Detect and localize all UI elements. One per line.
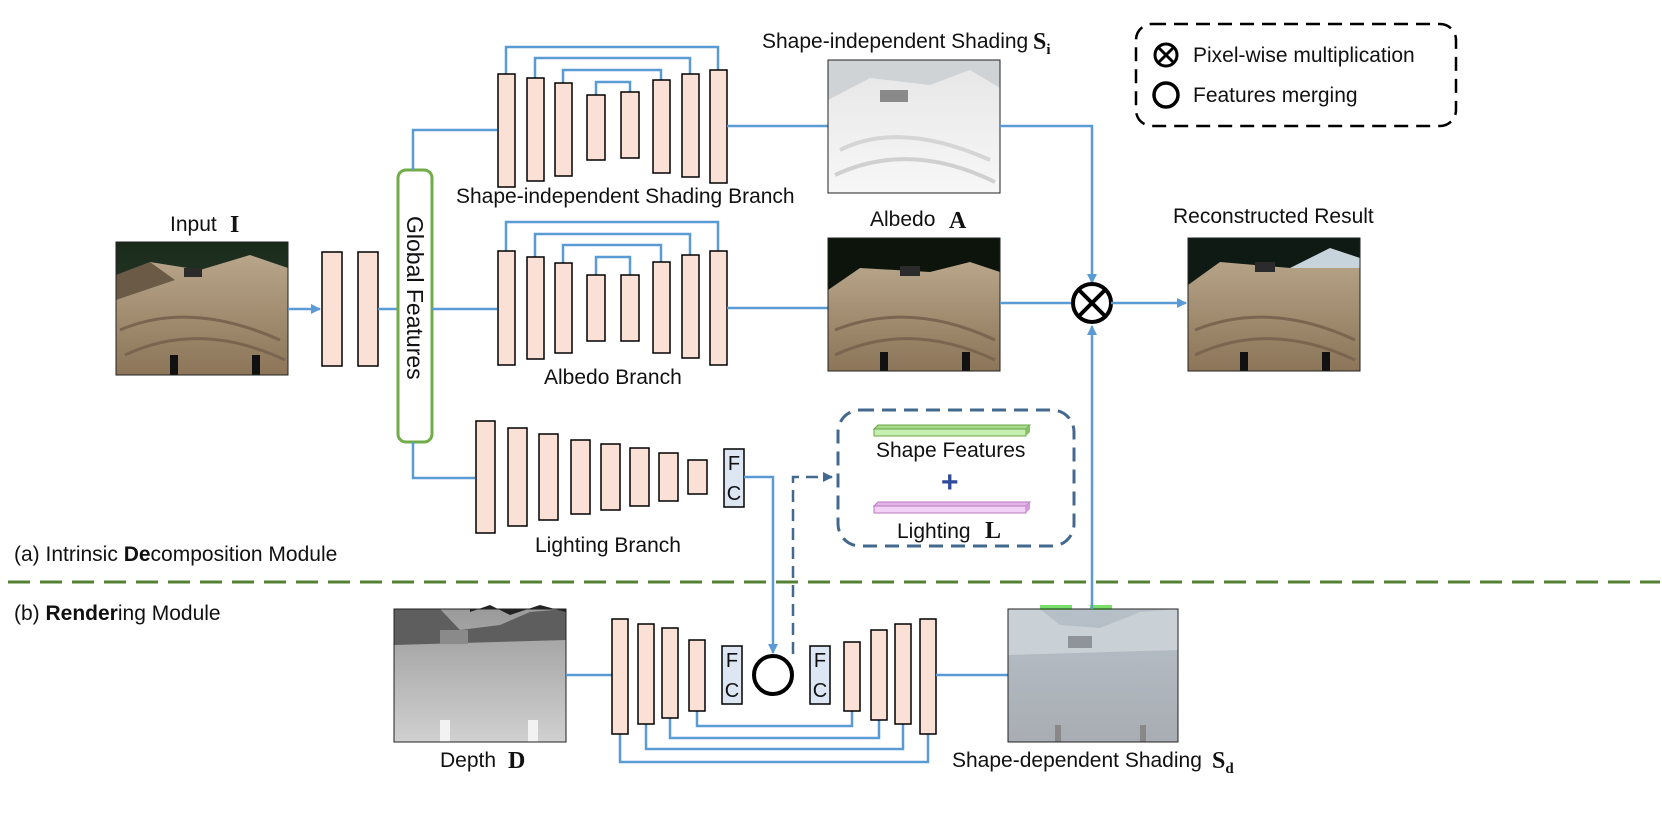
lighting-symbol: L (985, 518, 1001, 544)
merge-to-inset (791, 472, 833, 654)
shading-branch (497, 45, 828, 188)
fc-to-merge (744, 475, 778, 654)
unet-block (554, 82, 573, 177)
encoder-block (658, 452, 679, 502)
fc-block: F C (809, 645, 831, 705)
legend-box (1134, 22, 1458, 128)
fc-block: F C (723, 448, 745, 508)
shading-image-label: Shape-independent Shading (762, 30, 1028, 53)
encoder-block (637, 623, 655, 725)
svg-text:C: C (725, 680, 739, 702)
unet-block (681, 73, 700, 178)
svg-text:F: F (726, 650, 738, 672)
legend-multiply-label: Pixel-wise multiplication (1193, 44, 1415, 67)
unet-block (709, 250, 728, 366)
albedo-image (827, 237, 1001, 372)
encoder-block (611, 618, 629, 735)
encoder-block (688, 639, 706, 712)
svg-text:F: F (814, 650, 826, 672)
unet-block (554, 262, 573, 354)
decoder-block (870, 629, 888, 721)
shape-dependent-shading-image (1007, 605, 1179, 743)
lighting-bar (872, 501, 1032, 514)
unet-block (526, 256, 545, 360)
depth-image (393, 605, 567, 743)
shading-image (827, 59, 1001, 194)
lighting-label: Lighting (897, 520, 971, 543)
svg-text:C: C (813, 680, 827, 702)
encoder-block (507, 427, 528, 527)
depth-symbol: D (508, 748, 525, 774)
merge-node (752, 654, 794, 696)
plus-sign: + (941, 466, 959, 499)
legend-merge-label: Features merging (1193, 84, 1358, 107)
encoder-block (475, 420, 496, 534)
depth-label: Depth (440, 749, 496, 772)
unet-block (709, 69, 728, 184)
encoder-block (570, 439, 591, 515)
svg-text:F: F (728, 453, 740, 475)
legend: Pixel-wise multiplication Features mergi… (1134, 22, 1458, 128)
merge-icon (1152, 81, 1180, 109)
decoder-block (919, 618, 937, 735)
unet-block (526, 77, 545, 182)
encoder-block (629, 447, 650, 507)
lighting-branch: F C (475, 420, 745, 534)
unet-block (652, 261, 671, 354)
albedo-branch-label: Albedo Branch (544, 366, 682, 389)
encoder-block (321, 251, 343, 367)
input-image (115, 241, 289, 376)
dep-shading-symbol: Sd (1212, 748, 1234, 777)
module-b-label: (b) Rendering Module (14, 602, 221, 625)
albedo-branch (497, 220, 828, 366)
svg-text:C: C (727, 483, 741, 505)
encoder-block (357, 251, 379, 367)
unet-block (586, 94, 606, 161)
unet-block (652, 79, 671, 174)
shading-to-multiply (1000, 124, 1097, 284)
unet-block (620, 274, 640, 342)
multiply-icon (1153, 42, 1179, 68)
inset-box (836, 408, 1076, 548)
reconstructed-label: Reconstructed Result (1173, 205, 1374, 228)
albedo-image-label: Albedo (870, 208, 935, 231)
global-to-shading (411, 128, 497, 170)
shading-branch-label: Shape-independent Shading Branch (456, 185, 795, 208)
shape-features-bar (872, 424, 1032, 437)
decoder-block (894, 623, 912, 725)
dep-shading-label: Shape-dependent Shading (952, 749, 1202, 772)
input-label: Input (170, 213, 217, 236)
fc-block: F C (721, 645, 743, 705)
albedo-symbol: A (949, 208, 967, 234)
features-inset: Shape Features + Lighting L (836, 408, 1076, 548)
global-to-lighting (411, 442, 475, 480)
unet-block (497, 73, 516, 188)
unet-block (681, 254, 700, 359)
encoder-block (687, 459, 708, 495)
unet-block (497, 250, 516, 366)
encoder-block (600, 443, 621, 511)
reconstructed-image (1187, 237, 1361, 372)
rendering-unet: F C F C (611, 618, 937, 764)
encoder-block (538, 433, 559, 521)
global-features-label: Global Features (402, 216, 428, 380)
input-symbol: I (230, 212, 239, 238)
decoder-block (843, 641, 861, 712)
lighting-branch-label: Lighting Branch (535, 534, 681, 557)
global-features-box (396, 168, 434, 444)
shape-features-label: Shape Features (876, 439, 1025, 462)
unet-block (586, 274, 606, 342)
module-a-label: (a) Intrinsic Decomposition Module (14, 543, 337, 566)
multiply-node (1071, 282, 1113, 324)
unet-block (620, 91, 640, 159)
shading-symbol: Si (1033, 29, 1051, 58)
encoder-block (661, 627, 679, 719)
